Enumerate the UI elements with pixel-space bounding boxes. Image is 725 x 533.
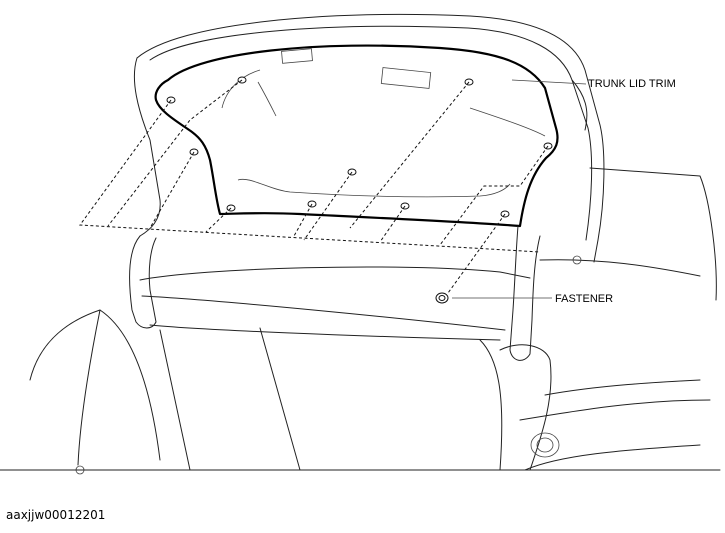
trim-leader-line <box>511 79 587 85</box>
label-fastener: FASTENER <box>555 293 613 305</box>
trim-clip-holes <box>166 76 553 218</box>
trunk-lid-trim <box>154 44 559 228</box>
fastener-icon <box>435 292 449 304</box>
trunk-lid-panel <box>133 14 605 263</box>
trunk-body <box>0 167 721 475</box>
figure-id: aaxjjw00012201 <box>6 508 106 522</box>
trunk-hinges <box>129 225 541 361</box>
label-trunk-lid-trim: TRUNK LID TRIM <box>588 78 676 90</box>
projection-lines <box>79 79 549 294</box>
